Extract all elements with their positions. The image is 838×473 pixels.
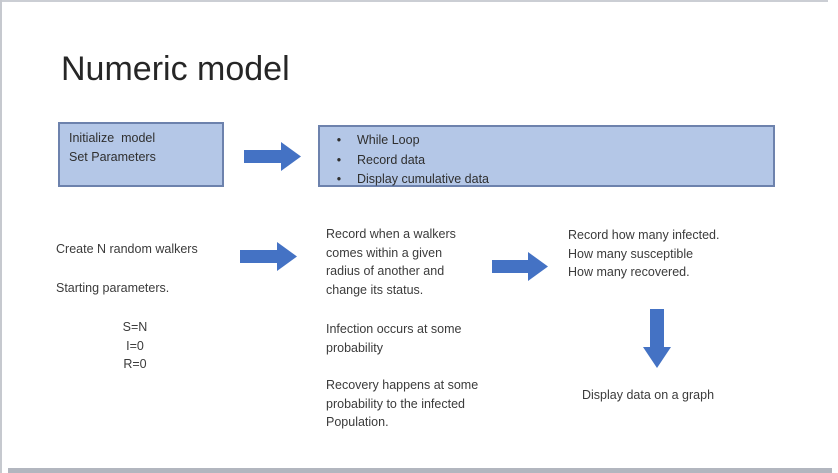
- loop-box-item: • Record data: [334, 151, 773, 171]
- recovery-probability-text: Recovery happens at some probability to …: [326, 378, 479, 429]
- loop-box-item: • Display cumulative data: [334, 170, 773, 190]
- block-arrow-down-icon: [643, 309, 671, 368]
- initial-params-text: S=N I=0 R=0: [122, 320, 148, 371]
- bullet-icon: •: [336, 133, 342, 147]
- starting-parameters-text: Starting parameters.: [56, 281, 170, 295]
- record-contact-text: Record when a walkers comes within a giv…: [326, 227, 456, 297]
- bullet-icon: •: [336, 172, 342, 186]
- display-graph-text: Display data on a graph: [582, 388, 715, 402]
- slide-title: Numeric model: [61, 50, 290, 88]
- block-arrow-right-icon: [244, 142, 301, 171]
- init-model-box: Initialize model Set Parameters: [58, 122, 224, 187]
- loop-box-item-label: Record data: [357, 152, 426, 167]
- init-model-box-text: Initialize model Set Parameters: [69, 131, 156, 164]
- page-border-left: [0, 0, 2, 473]
- infection-probability-text: Infection occurs at some probability: [326, 322, 462, 355]
- loop-box: • While Loop • Record data • Display cum…: [318, 125, 775, 187]
- page-border-top: [0, 0, 828, 2]
- loop-box-item-label: Display cumulative data: [357, 172, 490, 186]
- create-walkers-text: Create N random walkers: [56, 242, 198, 256]
- page-border-bottom: [8, 468, 832, 473]
- record-counts-text: Record how many infected. How many susce…: [568, 228, 720, 279]
- loop-box-item: • While Loop: [334, 131, 773, 151]
- block-arrow-right-icon: [240, 242, 297, 271]
- loop-box-list: • While Loop • Record data • Display cum…: [320, 131, 773, 190]
- bullet-icon: •: [336, 152, 342, 167]
- loop-box-item-label: While Loop: [357, 133, 420, 147]
- block-arrow-right-icon: [492, 252, 548, 281]
